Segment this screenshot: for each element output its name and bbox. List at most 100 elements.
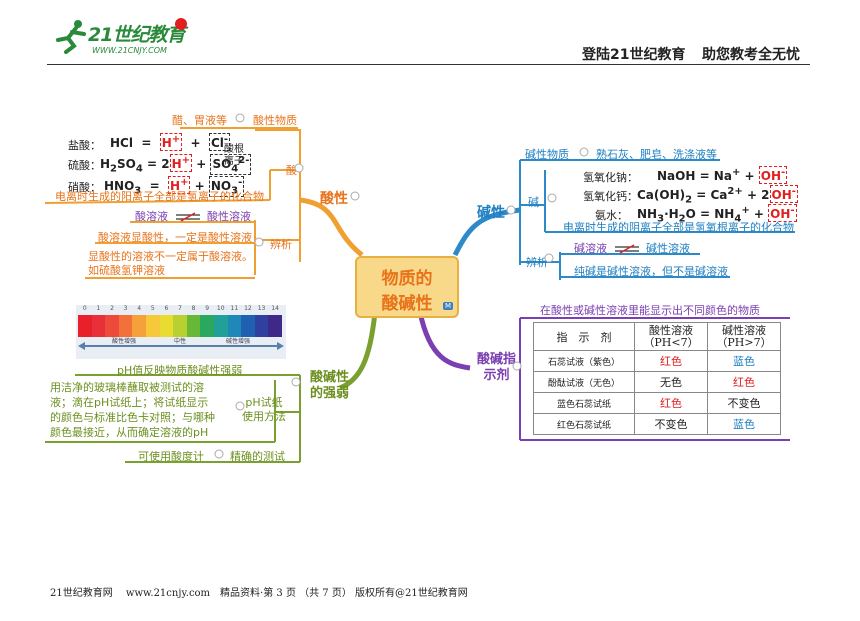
ph-color-swatch [173, 315, 187, 337]
ph-method-line-2: 液；滴在pH试纸上；将试纸显示 [50, 396, 209, 409]
ph-method-text: 用洁净的玻璃棒蘸取被测试的溶 液；滴在pH试纸上；将试纸显示 的颜色与标准比色卡… [50, 380, 215, 440]
indicator-row: 红色石蕊试纸 不变色 蓝色 [533, 413, 781, 435]
indicator-table-wrap: 指 示 剂 酸性溶液 （PH<7） 碱性溶液 （PH>7） 石蕊试液（紫色） 红… [533, 322, 781, 435]
hcl-name: 盐酸： [68, 139, 101, 152]
ph-color-swatch [213, 315, 228, 337]
ph-right-label: 碱性增强 [226, 338, 251, 345]
header-base-sub: （PH>7） [716, 335, 772, 349]
ph-color-swatch [105, 315, 119, 337]
ph-number: 11 [230, 305, 239, 312]
indicator-cell: 蓝色 [707, 350, 781, 372]
ph-color-swatch [78, 315, 92, 337]
ph-color-swatch [241, 315, 255, 337]
ph-method-line-3: 的颜色与标准比色卡对照；与哪种 [50, 411, 215, 424]
ph-number: 3 [123, 305, 128, 312]
logo-url: WWW.21CNJY.COM [92, 46, 167, 55]
map-badge-icon: M [442, 302, 453, 310]
header-acid-sub: （PH<7） [643, 335, 699, 349]
indicator-cell: 红色 [634, 392, 708, 414]
header-indicator: 指 示 剂 [533, 322, 635, 351]
naoh-row: 氢氧化钠： NaOH = Na+ + OH- [583, 166, 803, 185]
ph-number: 10 [216, 305, 225, 312]
indicator-subtitle: 在酸性或碱性溶液里能显示出不同颜色的物质 [540, 304, 760, 317]
hno3-name: 硝酸： [68, 181, 101, 194]
indicator-cell: 红色石蕊试纸 [533, 413, 635, 435]
ph-number: 8 [191, 305, 196, 312]
ph-color-swatch [200, 315, 214, 337]
indicator-row: 酚酞试液（无色） 无色 红色 [533, 371, 781, 393]
precise-label: 精确的测试 [230, 450, 285, 463]
acidic-substance-label: 酸性物质 [253, 114, 297, 127]
ph-color-swatch [254, 315, 269, 337]
ph-method-line-4: 颜色最接近，从而确定溶液的pH [50, 426, 209, 439]
acid-radical-label-2: 离子 [224, 156, 244, 167]
apple-icon [175, 18, 187, 30]
hcl-formula: HCl = H+ + Cl- [110, 133, 231, 151]
acid-distinguish-label: 辨析 [270, 238, 292, 251]
naoh-formula: NaOH = Na+ + OH- [657, 166, 788, 184]
logo: 21世纪教育 WWW.21CNJY.COM [52, 14, 202, 62]
basic-substance-label: 碱性物质 [525, 148, 569, 161]
indicator-title-1: 酸碱指 [477, 352, 517, 367]
indicator-cell: 石蕊试液（紫色） [533, 350, 635, 372]
base-title[interactable]: 碱性 [477, 205, 505, 221]
acid-note-2b: 如硫酸氢钾溶液 [88, 264, 165, 277]
acid-radical-label-1: 酸根 [224, 144, 244, 155]
acid-solution-compare: 酸溶液 酸性溶液 [135, 208, 251, 224]
ph-color-swatch [268, 315, 282, 337]
ph-arrow-row: 酸性增强 中性 碱性增强 [76, 337, 286, 357]
not-equal-icon [614, 244, 639, 254]
acid-solution: 酸溶液 [135, 210, 168, 223]
header-base: 碱性溶液 （PH>7） [707, 322, 781, 351]
ph-method-label-1: pH试纸 [245, 396, 283, 409]
nh3-formula: NH3·H2O = NH4+ + OH- [637, 204, 797, 225]
strength-title[interactable]: 酸碱性 的强弱 [310, 370, 349, 402]
acid-title[interactable]: 酸性 [320, 191, 348, 207]
indicator-cell: 红色 [634, 350, 708, 372]
hno3-row: 硝酸： HNO3 = H+ + NO3- [68, 176, 268, 198]
acid-definition: 电离时生成的阳离子全部是氢离子的化合物 [55, 190, 264, 203]
acid-note-2a: 显酸性的溶液不一定属于酸溶液。 [88, 250, 253, 263]
center-node-line2: 酸碱性 [381, 294, 433, 314]
base-distinguish-label: 辨析 [526, 256, 548, 269]
header-divider [47, 64, 810, 65]
ph-number: 1 [96, 305, 101, 312]
acidic-solution: 酸性溶液 [207, 210, 251, 223]
indicator-header-row: 指 示 剂 酸性溶液 （PH<7） 碱性溶液 （PH>7） [533, 322, 781, 351]
header: 21世纪教育 WWW.21CNJY.COM 登陆21世纪教育 助您教考全无忧 [0, 0, 860, 66]
header-acid-text: 酸性溶液 [649, 323, 693, 337]
h2so4-name: 硫酸： [68, 159, 101, 172]
strength-title-1: 酸碱性 [310, 370, 350, 385]
ph-number: 12 [244, 305, 252, 312]
base-solution: 碱溶液 [574, 242, 607, 255]
ph-color-swatch [132, 315, 146, 337]
ph-left-label: 酸性增强 [112, 338, 137, 345]
acid-note-2: 显酸性的溶液不一定属于酸溶液。 如硫酸氢钾溶液 [88, 250, 253, 278]
header-base-text: 碱性溶液 [722, 323, 766, 337]
ph-number: 6 [164, 305, 169, 312]
center-node-line1: 物质的 [381, 269, 433, 289]
ph-number: 0 [82, 305, 87, 312]
ph-color-swatch [159, 315, 174, 337]
logo-text: 21世纪教育 [88, 24, 185, 46]
footer-text: 21世纪教育网 www.21cnjy.com 精品资料·第 3 页 （共 7 页… [50, 588, 468, 599]
indicator-title[interactable]: 酸碱指 示剂 [477, 352, 516, 384]
indicator-cell: 不变色 [707, 392, 781, 414]
ph-color-row [76, 315, 286, 337]
acid-label: 酸 [286, 164, 297, 177]
hcl-row: 盐酸： HCl = H+ + Cl- [68, 133, 268, 154]
slogan-left: 登陆21世纪教育 [582, 47, 686, 63]
indicator-cell: 不变色 [634, 413, 708, 435]
indicator-table: 指 示 剂 酸性溶液 （PH<7） 碱性溶液 （PH>7） 石蕊试液（紫色） 红… [533, 322, 781, 435]
base-definition: 电离时生成的阴离子全部是氢氧根离子的化合物 [563, 221, 794, 234]
naoh-name: 氢氧化钠： [583, 171, 638, 184]
ph-method-label-2: 使用方法 [242, 410, 286, 423]
ph-color-swatch [227, 315, 242, 337]
precise-method: 可使用酸度计 [138, 450, 204, 463]
center-node[interactable]: 物质的 酸碱性 M [355, 256, 459, 318]
